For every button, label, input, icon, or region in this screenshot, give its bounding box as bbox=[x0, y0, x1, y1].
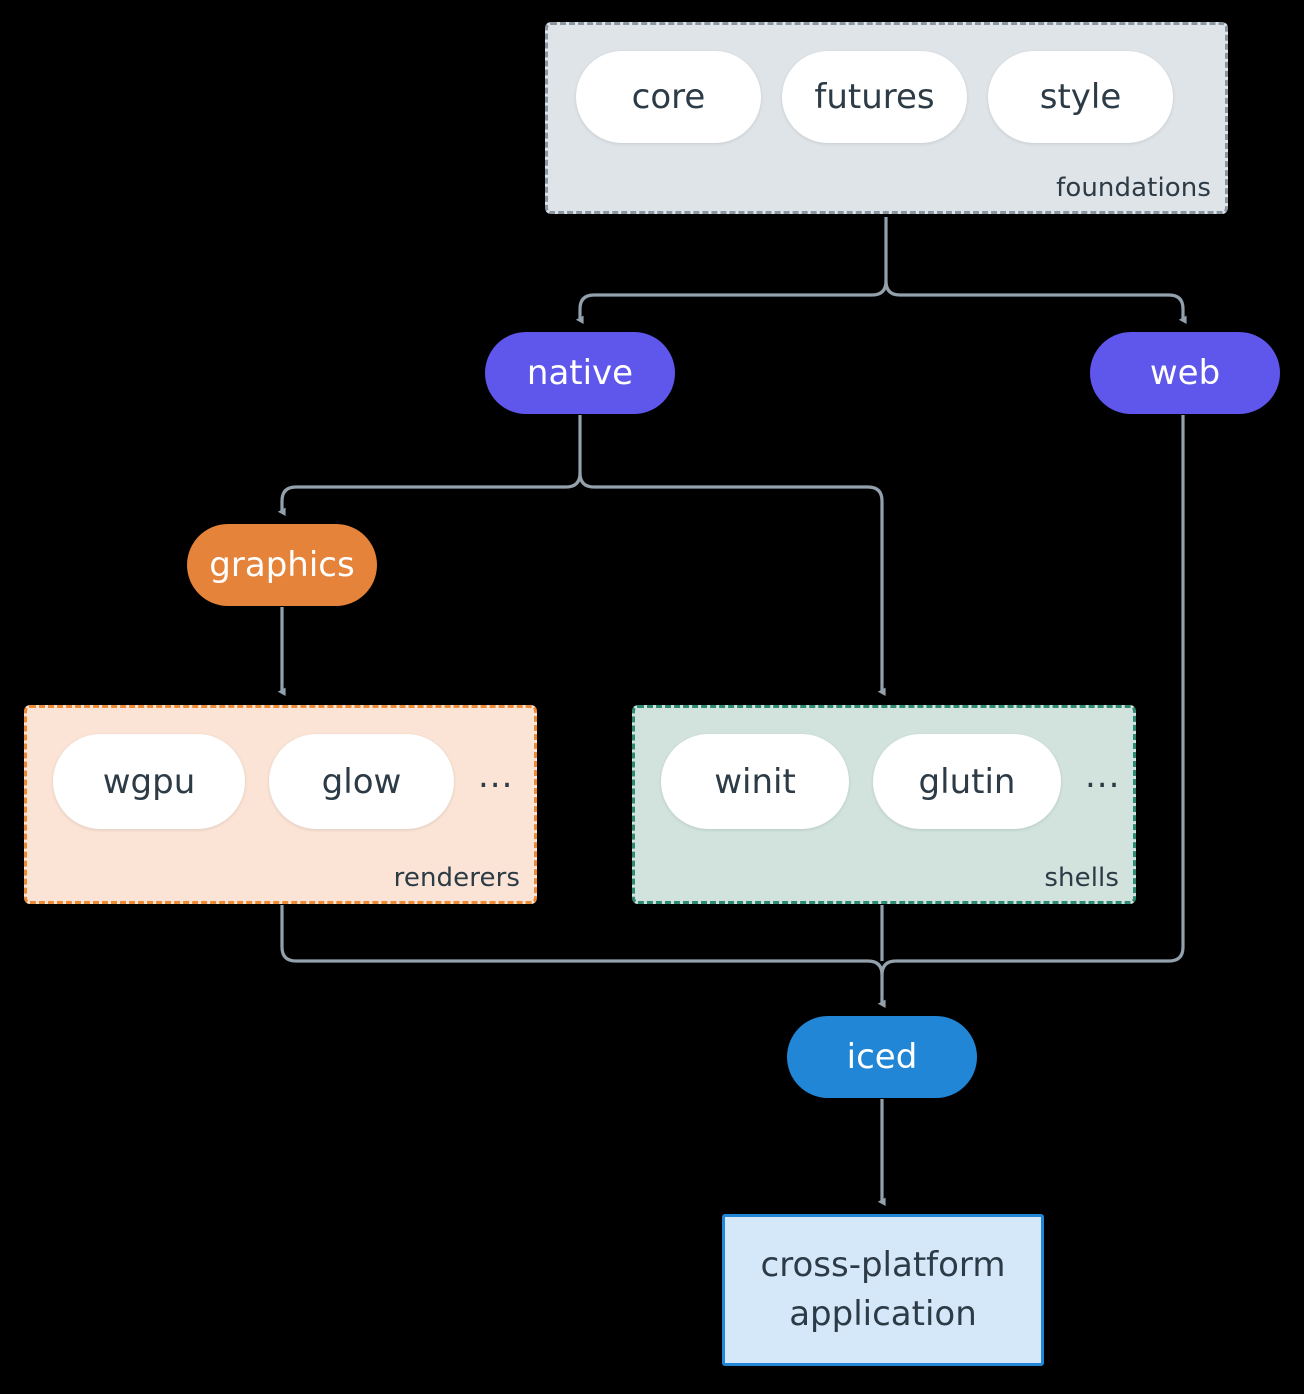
pill-style[interactable]: style bbox=[988, 51, 1173, 143]
renderers-pill-row: wgpu glow ... bbox=[53, 734, 513, 829]
group-shells: winit glutin ... shells bbox=[632, 705, 1136, 904]
edge-native-graphics bbox=[277, 415, 582, 517]
pill-winit[interactable]: winit bbox=[661, 734, 849, 829]
pill-glow[interactable]: glow bbox=[269, 734, 454, 829]
renderers-more-ellipsis: ... bbox=[478, 755, 514, 796]
application-line-1: cross-platform bbox=[760, 1244, 1006, 1285]
edge-foundations-web bbox=[884, 280, 1187, 325]
group-label-shells: shells bbox=[1044, 863, 1119, 893]
foundations-pill-row: core futures style bbox=[576, 51, 1173, 143]
pill-futures[interactable]: futures bbox=[782, 51, 967, 143]
group-label-foundations: foundations bbox=[1056, 173, 1211, 203]
node-cross-platform-application[interactable]: cross-platform application bbox=[722, 1214, 1044, 1366]
group-renderers: wgpu glow ... renderers bbox=[24, 705, 537, 904]
pill-core[interactable]: core bbox=[576, 51, 761, 143]
group-label-renderers: renderers bbox=[393, 863, 520, 893]
node-native[interactable]: native bbox=[485, 332, 675, 414]
edge-native-shells bbox=[578, 472, 886, 697]
edge-foundations-fork bbox=[575, 217, 888, 325]
shells-more-ellipsis: ... bbox=[1085, 755, 1121, 796]
group-foundations: core futures style foundations bbox=[545, 22, 1228, 214]
shells-pill-row: winit glutin ... bbox=[661, 734, 1120, 829]
application-line-2: application bbox=[789, 1294, 977, 1334]
pill-glutin[interactable]: glutin bbox=[873, 734, 1061, 829]
pill-wgpu[interactable]: wgpu bbox=[53, 734, 245, 829]
node-iced[interactable]: iced bbox=[787, 1016, 977, 1098]
node-graphics[interactable]: graphics bbox=[187, 524, 377, 606]
edge-renderers-iced bbox=[280, 905, 886, 1009]
node-web[interactable]: web bbox=[1090, 332, 1280, 414]
